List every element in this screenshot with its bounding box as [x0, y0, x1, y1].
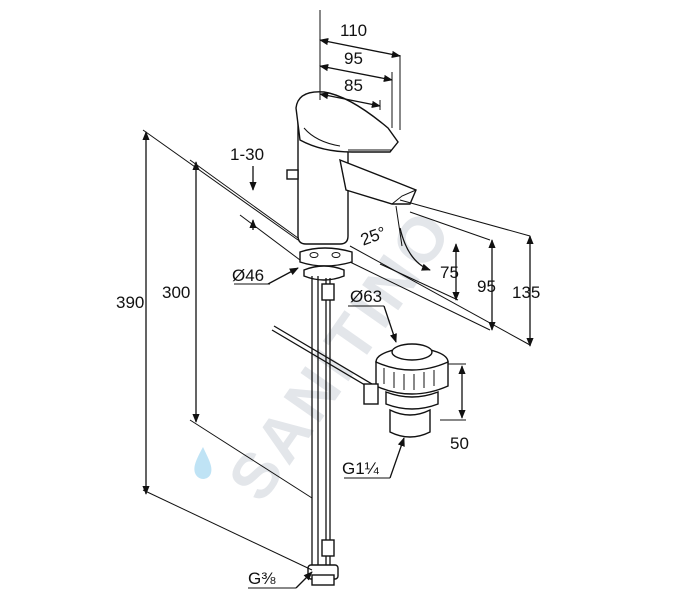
dim-g1-1-4: G1¼: [342, 459, 380, 478]
supply-hoses: [307, 276, 339, 586]
dim-g3-8: G⅜: [248, 569, 276, 588]
waste-valve: [363, 343, 449, 438]
dim-dia46: Ø46: [232, 266, 264, 285]
dim-300: 300: [162, 283, 190, 302]
dim-95-right: 95: [477, 277, 496, 296]
dim-110: 110: [340, 21, 367, 40]
dim-75: 75: [440, 263, 459, 282]
dim-135: 135: [512, 283, 540, 302]
dim-50: 50: [450, 434, 469, 453]
dim-85: 85: [344, 76, 363, 95]
dim-dia63: Ø63: [350, 287, 382, 306]
dim-95-top: 95: [344, 49, 363, 68]
water-drop-icon: [194, 447, 212, 479]
dim-390: 390: [116, 293, 144, 312]
dim-1-30: 1-30: [230, 145, 264, 164]
pull-rod: [271, 329, 371, 389]
